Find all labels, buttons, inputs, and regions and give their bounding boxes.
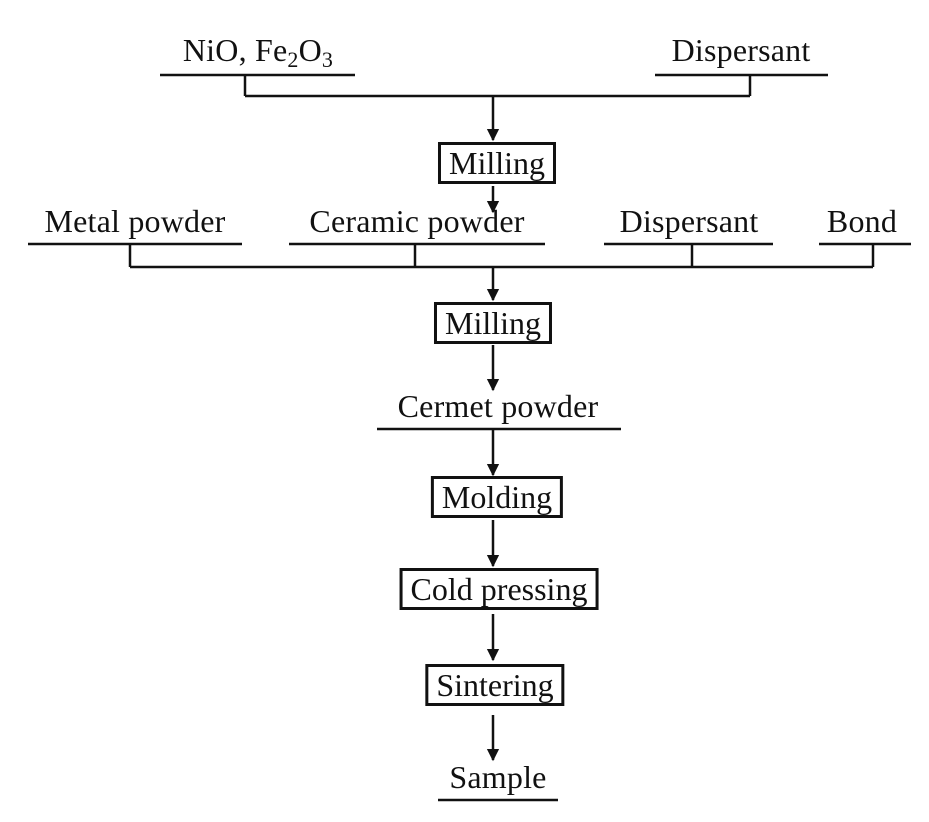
input-dispersant-mid: Dispersant: [619, 203, 759, 239]
step-cold-pressing: Cold pressing: [399, 568, 599, 610]
input-ceramic-powder: Ceramic powder: [309, 203, 525, 239]
output-sample: Sample: [449, 759, 547, 795]
step-milling-2: Milling: [433, 302, 553, 344]
intermediate-cermet-powder: Cermet powder: [397, 388, 599, 424]
input-dispersant-top: Dispersant: [671, 32, 811, 68]
fe2o3-label: Fe2O3: [255, 32, 334, 72]
step-sintering: Sintering: [425, 664, 565, 706]
nio-label: NiO,: [182, 32, 247, 68]
step-milling-1: Milling: [437, 142, 557, 184]
step-molding: Molding: [430, 476, 564, 518]
input-nio-fe2o3: NiO, Fe2O3: [182, 32, 334, 72]
input-metal-powder: Metal powder: [44, 203, 226, 239]
input-bond: Bond: [826, 203, 898, 239]
